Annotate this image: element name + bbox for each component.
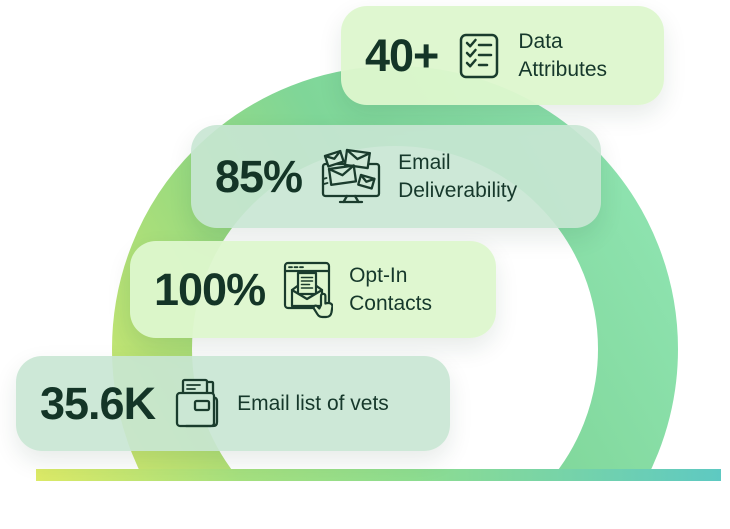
opt-in-click-icon	[283, 260, 334, 320]
checklist-icon	[456, 32, 502, 80]
folder-files-icon	[173, 378, 221, 430]
stat-label: Data Attributes	[518, 29, 608, 81]
stat-value: 85%	[215, 150, 303, 202]
stat-value: 100%	[154, 263, 266, 315]
email-deliverability-icon	[320, 148, 382, 206]
gradient-underline-bar	[36, 469, 721, 481]
stat-card-email-list: 35.6K Email list of vets	[16, 356, 450, 451]
stat-value: 40+	[365, 29, 439, 81]
stat-label: Opt-In Contacts	[349, 263, 432, 315]
stat-label: Email Deliverability	[398, 150, 518, 202]
stat-label: Email list of vets	[237, 391, 389, 415]
stat-value: 35.6K	[40, 377, 156, 429]
stat-card-email-deliverability: 85% Email Deliverability	[191, 125, 601, 228]
stat-card-opt-in-contacts: 100% Opt-In Contacts	[130, 241, 496, 338]
stat-card-data-attributes: 40+ Data Attributes	[341, 6, 664, 105]
